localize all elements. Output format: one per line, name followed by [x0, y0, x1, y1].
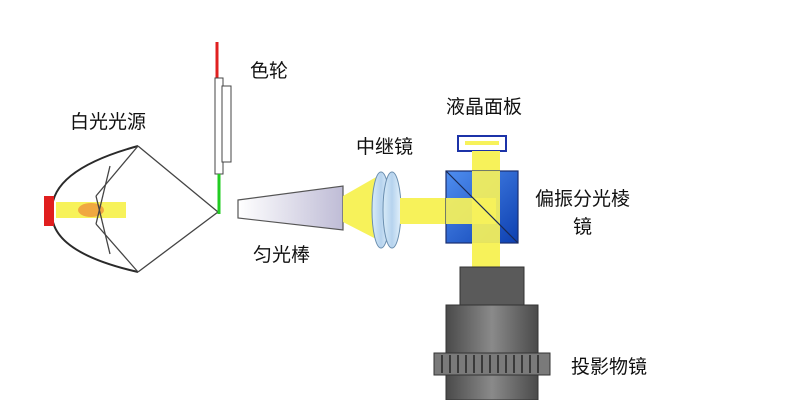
prism-splitting-diagonal [445, 170, 519, 244]
label-polarizing-beam-splitter-line2: 镜 [573, 216, 593, 238]
color-wheel-hub [221, 85, 232, 163]
white-light-source [44, 145, 219, 273]
color-wheel [214, 42, 232, 214]
lamp-base [44, 196, 54, 226]
ray [95, 223, 139, 273]
label-color-wheel: 色轮 [250, 60, 289, 82]
light-beam-relay-to-prism [400, 198, 446, 224]
beam-inside-prism-vertical [472, 171, 500, 243]
light-rod [237, 185, 344, 231]
relay-lens-element-2 [382, 171, 402, 249]
ray [95, 165, 111, 225]
label-lcd-panel: 液晶面板 [446, 96, 523, 118]
ray [137, 145, 219, 213]
ray [95, 145, 139, 197]
projection-lens-top [459, 266, 525, 306]
polarizing-beam-splitter [445, 170, 519, 244]
light-beam-rod-to-relay [343, 176, 378, 240]
label-projection-lens: 投影物镜 [571, 356, 648, 378]
projection-lens-body [445, 304, 539, 354]
ray [95, 195, 111, 255]
projection-lens-bottom [445, 374, 539, 401]
label-relay-lens: 中继镜 [356, 136, 414, 158]
ray [137, 211, 219, 273]
filament [78, 203, 104, 217]
lcd-panel-liquid-crystal [465, 141, 499, 145]
lcd-panel [457, 135, 507, 152]
focus-ring-grip [441, 355, 539, 373]
label-white-light-source: 白光光源 [70, 111, 147, 133]
light-beam-prism-to-projection [472, 243, 500, 267]
projection-lens-focus-ring [433, 352, 551, 376]
projection-lens [433, 266, 551, 401]
relay-lens [371, 171, 402, 249]
light-rod-body [237, 185, 344, 231]
label-light-rod: 匀光棒 [253, 244, 311, 266]
label-polarizing-beam-splitter-line1: 偏振分光棱 [535, 188, 631, 210]
light-beam-lcd-to-prism [472, 151, 500, 171]
